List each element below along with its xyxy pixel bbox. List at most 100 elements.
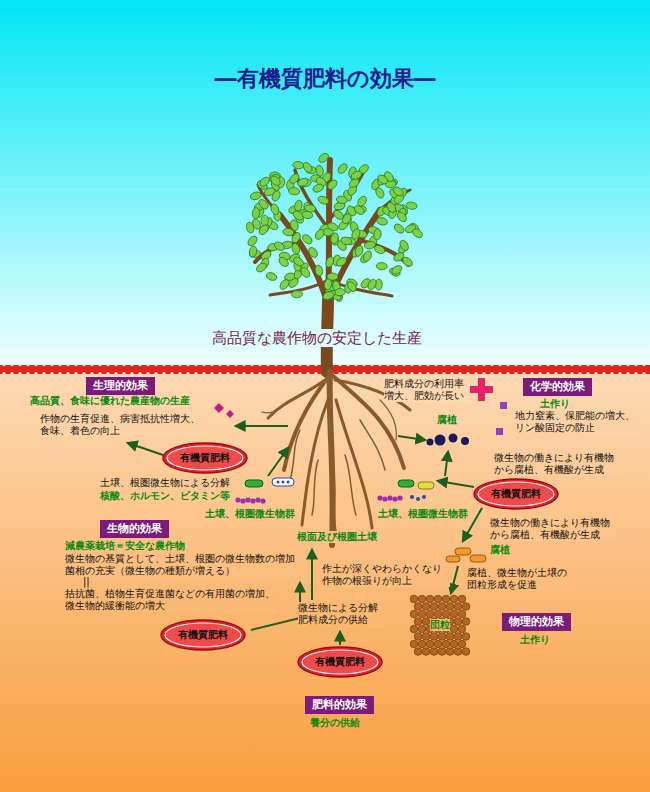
- aggregate: [422, 633, 430, 641]
- annotation: 地力窒素、保肥能の増大、 リン酸固定の防止: [515, 410, 643, 434]
- leaf: [312, 183, 325, 194]
- ellipse-shape: [163, 443, 247, 473]
- ellipse-label: 有機質肥料: [180, 452, 230, 464]
- ellipse-label: 有機質肥料: [491, 488, 541, 500]
- leaf: [317, 152, 330, 164]
- aggregate: [422, 618, 430, 626]
- leaf: [336, 195, 348, 204]
- aggregate: [462, 648, 470, 656]
- leaf: [317, 195, 330, 206]
- aggregate: [426, 640, 434, 648]
- banner-subtitle: 土作り: [520, 634, 550, 646]
- annotation: 肥料成分の利用率 増大、肥効が長い: [384, 378, 470, 402]
- aggregate: [430, 603, 438, 611]
- aggregate: [442, 640, 450, 648]
- aggregate: [450, 595, 458, 603]
- leaf: [393, 222, 406, 235]
- annotation: 腐植: [437, 414, 457, 426]
- aggregate: [434, 640, 442, 648]
- leaf: [255, 261, 268, 273]
- leaf: [376, 216, 388, 226]
- annotation: 微生物の基質として、土壌、根圏の微生物数の増加 菌相の充実（微生物の種類が増える…: [65, 553, 303, 577]
- effect-banner: 肥料的効果養分の供給: [305, 693, 374, 714]
- aggregate: [438, 603, 446, 611]
- banner-title: 物理的効果: [502, 613, 571, 631]
- leaf: [294, 199, 304, 211]
- leaf: [246, 234, 259, 247]
- aggregate: [422, 648, 430, 656]
- leaf: [304, 204, 316, 213]
- ellipse-label: 有機質肥料: [178, 629, 228, 641]
- leaf: [350, 170, 363, 181]
- leaf: [362, 250, 373, 263]
- annotation: 腐植、微生物が土壌の 団粒形成を促進: [467, 567, 575, 591]
- leaf: [326, 178, 339, 191]
- leaf: [330, 232, 340, 244]
- annotation: 高品質な農作物の安定した生産: [212, 329, 422, 347]
- leaf: [350, 228, 361, 241]
- annotation: 土壌、根圏微生物による分解: [100, 477, 230, 489]
- leaf: [251, 218, 262, 231]
- leaf: [252, 207, 260, 218]
- leaf: [326, 221, 339, 232]
- effect-banner: 生理的効果高品質、食味に優れた農産物の生産: [86, 374, 155, 395]
- annotation: ||: [83, 576, 90, 588]
- banner-title: 生物的効果: [100, 520, 169, 538]
- leaf: [406, 201, 418, 210]
- leaf: [411, 227, 424, 239]
- leaf: [315, 165, 324, 177]
- leaf: [301, 161, 313, 174]
- aggregate: [454, 603, 462, 611]
- aggregate: [446, 648, 454, 656]
- aggregate: [410, 640, 418, 648]
- leaf: [366, 278, 378, 291]
- arrows: [128, 426, 482, 645]
- leaf: [334, 288, 346, 296]
- leaf: [340, 236, 352, 246]
- banner-subtitle: 土作り: [540, 398, 570, 410]
- aggregate: [454, 633, 462, 641]
- aggregate: [418, 625, 426, 633]
- aggregate: [450, 610, 458, 618]
- annotation: 土壌、根圏微生物群: [205, 508, 295, 520]
- banner-subtitle: 減農薬栽培＝安全な農作物: [65, 540, 185, 552]
- aggregate: [458, 640, 466, 648]
- aggregate: [442, 595, 450, 603]
- leaf: [392, 185, 405, 197]
- annotation: 作土が深くやわらかくなり 作物の根張りが向上: [322, 563, 450, 587]
- soil: [0, 374, 650, 792]
- leaf: [257, 198, 270, 211]
- leaf: [374, 186, 385, 199]
- annotation: 核酸、ホルモン、ビタミン等: [100, 490, 230, 502]
- banner-title: 化学的効果: [523, 378, 592, 396]
- aggregate: [458, 595, 466, 603]
- leaf: [392, 251, 405, 263]
- fertilizer-ellipse: 有機質肥料: [162, 442, 248, 474]
- annotation: 微生物による分解 肥料成分の供給: [298, 602, 384, 626]
- leaf: [258, 175, 271, 188]
- leaf: [291, 290, 302, 297]
- aggregate: [426, 595, 434, 603]
- aggregate: [414, 633, 422, 641]
- aggregate: [430, 648, 438, 656]
- leaf: [346, 280, 358, 293]
- aggregate: [426, 610, 434, 618]
- annotation: 微生物の働きにより有機物 から腐植、有機酸が生成: [494, 452, 622, 476]
- aggregate: [438, 633, 446, 641]
- aggregate: [414, 618, 422, 626]
- aggregate: [410, 610, 418, 618]
- leaf: [288, 187, 300, 195]
- aggregate: [454, 648, 462, 656]
- banner-subtitle: 養分の供給: [310, 717, 360, 729]
- ellipse-label: 有機質肥料: [315, 656, 365, 668]
- leaf: [282, 228, 294, 237]
- leaf: [249, 191, 262, 201]
- aggregate: [462, 603, 470, 611]
- aggregate: [434, 595, 442, 603]
- aggregate: [418, 595, 426, 603]
- leaf: [277, 256, 290, 269]
- annotation: 土壌、根圏微生物群: [378, 508, 468, 520]
- aggregate: [438, 648, 446, 656]
- leaf: [396, 210, 408, 223]
- annotation: 作物の生育促進、病害抵抗性増大、 食味、着色の向上: [40, 413, 208, 437]
